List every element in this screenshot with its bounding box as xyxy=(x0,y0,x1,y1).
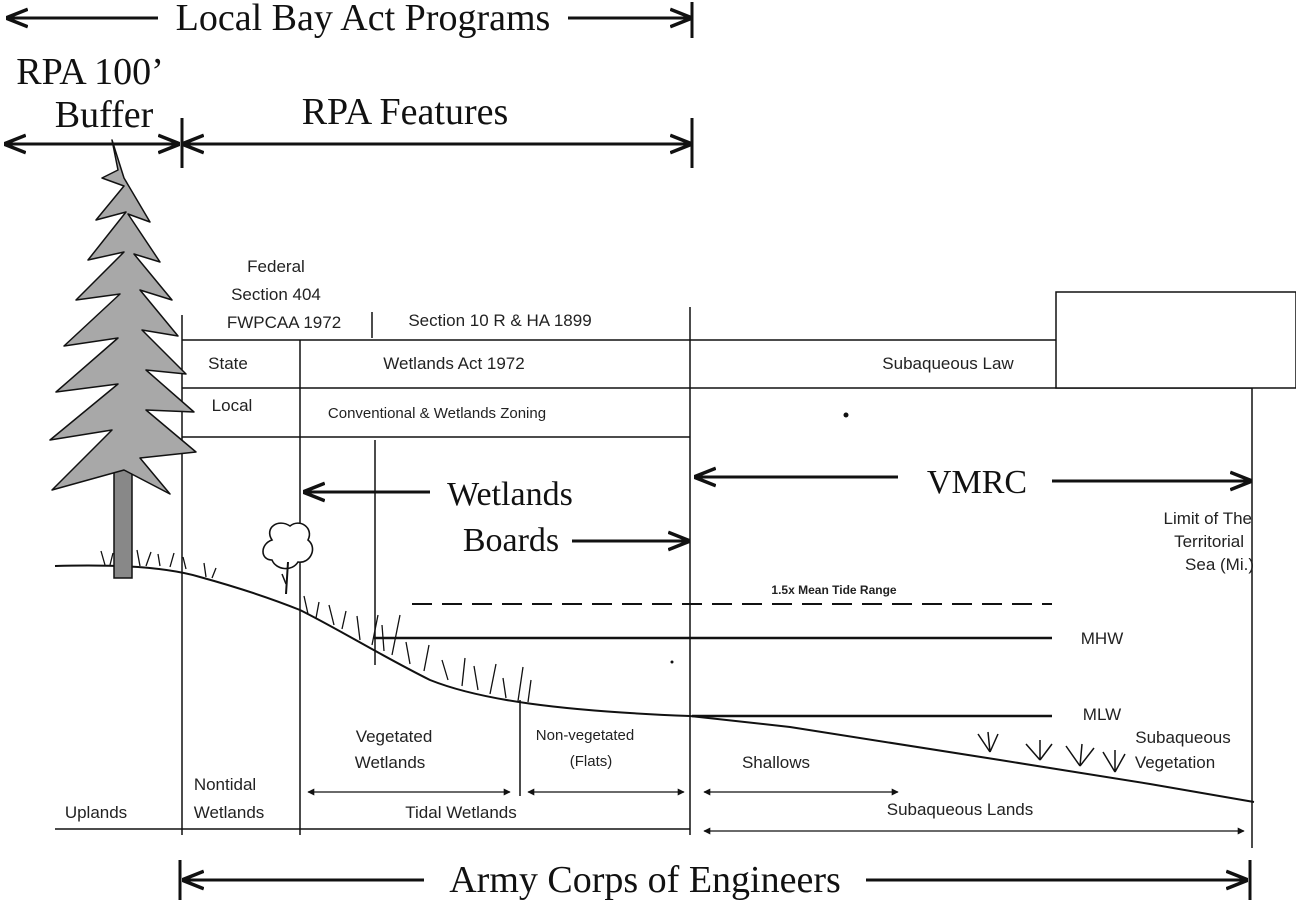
local-label: Local xyxy=(212,396,253,415)
federal-label-1: Federal xyxy=(247,257,305,276)
pine-tree-icon xyxy=(49,139,197,579)
local-bay-label: Local Bay Act Programs xyxy=(176,0,551,39)
tidal-wetlands-label: Tidal Wetlands xyxy=(405,803,517,822)
subaqueous-lands-label: Subaqueous Lands xyxy=(887,800,1034,819)
subaqueous-law-label: Subaqueous Law xyxy=(882,354,1014,373)
wetlands-boards-label-1: Wetlands xyxy=(447,476,573,513)
army-corps-label: Army Corps of Engineers xyxy=(449,859,841,901)
wetlands-boards-label-2: Boards xyxy=(463,522,559,559)
zoning-label: Conventional & Wetlands Zoning xyxy=(328,405,546,422)
mlw-label: MLW xyxy=(1083,705,1121,724)
shrub-icon xyxy=(262,522,314,595)
section10-label: Section 10 R & HA 1899 xyxy=(408,311,591,330)
zone-dividers xyxy=(55,700,690,830)
scan-speck xyxy=(670,660,674,664)
limit-label-2: Territorial xyxy=(1174,532,1244,551)
limit-label-3: Sea (Mi.) xyxy=(1185,555,1254,574)
blank-box xyxy=(1055,291,1296,389)
vegetated-label-2: Wetlands xyxy=(355,753,426,772)
nonveg-label-1: Non-vegetated xyxy=(536,727,634,744)
subaq-veg-label-2: Vegetation xyxy=(1135,753,1215,772)
rpa-buffer-label-2: Buffer xyxy=(55,94,154,136)
vmrc-label: VMRC xyxy=(927,464,1027,501)
local-bay-arrow xyxy=(8,2,694,38)
federal-label-2: Section 404 xyxy=(231,285,321,304)
upland-grass xyxy=(100,549,217,579)
vegetated-label-1: Vegetated xyxy=(356,727,433,746)
scan-speck xyxy=(843,412,849,418)
nonveg-label-2: (Flats) xyxy=(570,753,613,770)
subaqueous-vegetation-plants xyxy=(977,731,1126,773)
army-corps-arrows xyxy=(178,860,1252,900)
limit-label-1: Limit of The xyxy=(1163,509,1252,528)
nontidal-label-1: Nontidal xyxy=(194,775,256,794)
ground-profile xyxy=(54,564,1255,803)
wetlands-boards-arrows xyxy=(305,492,688,541)
nontidal-label-2: Wetlands xyxy=(194,803,265,822)
federal-label-3: FWPCAA 1972 xyxy=(227,313,341,332)
marsh-grass xyxy=(303,595,532,703)
vmrc-arrows xyxy=(696,477,1250,481)
regulation-table xyxy=(181,291,1296,848)
state-label: State xyxy=(208,354,248,373)
rpa-buffer-label-1: RPA 100’ xyxy=(16,51,164,93)
tide-range-label: 1.5x Mean Tide Range xyxy=(771,583,896,597)
mhw-label: MHW xyxy=(1081,629,1123,648)
zone-range-arrows xyxy=(307,788,1245,835)
subaq-veg-label-1: Subaqueous xyxy=(1135,728,1230,747)
shallows-label: Shallows xyxy=(742,753,810,772)
wetlands-act-label: Wetlands Act 1972 xyxy=(383,354,524,373)
uplands-label: Uplands xyxy=(65,803,127,822)
rpa-features-label: RPA Features xyxy=(302,91,509,133)
rpa-arrows xyxy=(6,118,694,168)
